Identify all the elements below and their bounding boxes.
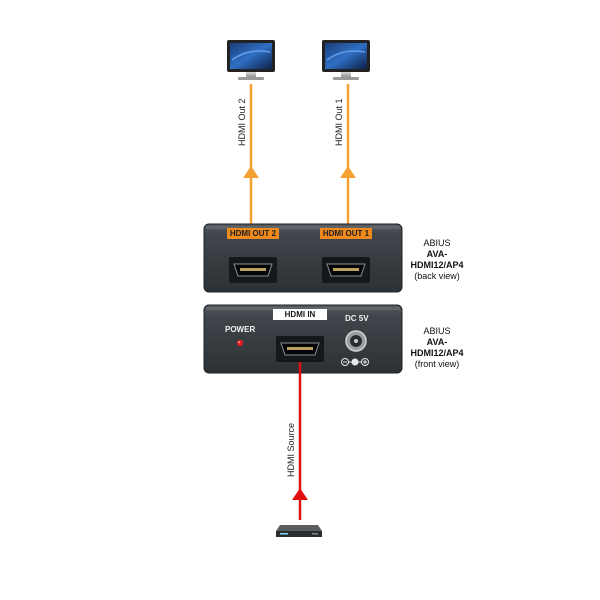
- arrow-up-icon: [243, 166, 259, 178]
- hdmi-out-2-tab: HDMI OUT 2: [227, 228, 279, 239]
- arrow-up-icon: [340, 166, 356, 178]
- device-back-view: [203, 223, 403, 293]
- hdmi-out-1-port-icon: [322, 257, 370, 283]
- dc-jack-icon: [345, 330, 367, 352]
- power-label: POWER: [225, 325, 256, 334]
- hdmi-out-2-label: HDMI Out 2: [237, 98, 247, 146]
- device-front-view: [203, 304, 403, 374]
- polarity-icon: [341, 358, 369, 366]
- hdmi-source-label: HDMI Source: [286, 422, 296, 477]
- hdmi-in-port-icon: [276, 336, 324, 362]
- monitor-out-2-icon: [227, 40, 275, 80]
- hdmi-source-cable: [292, 362, 308, 520]
- power-led-icon: [236, 339, 244, 347]
- front-device-model: AVA-HDMI12/AP4: [410, 337, 464, 358]
- hdmi-in-tab: HDMI IN: [273, 309, 327, 320]
- hdmi-out-1-label: HDMI Out 1: [334, 98, 344, 146]
- back-device-caption: ABIUS AVA-HDMI12/AP4 (back view): [404, 238, 470, 282]
- monitor-out-1-icon: [322, 40, 370, 80]
- hdmi-out-1-cable: [340, 84, 356, 224]
- arrow-up-icon: [292, 488, 308, 500]
- hdmi-out-1-tab: HDMI OUT 1: [320, 228, 372, 239]
- hdmi-out-2-cable: [243, 84, 259, 224]
- media-player-icon: [276, 525, 322, 537]
- front-device-brand: ABIUS: [423, 326, 451, 336]
- hdmi-out-2-port-icon: [229, 257, 277, 283]
- dc-5v-label: DC 5V: [345, 314, 369, 323]
- front-device-view: (front view): [414, 359, 460, 369]
- back-device-brand: ABIUS: [423, 238, 451, 248]
- back-device-model: AVA-HDMI12/AP4: [410, 249, 464, 270]
- front-device-caption: ABIUS AVA-HDMI12/AP4 (front view): [404, 326, 470, 370]
- back-device-view: (back view): [414, 271, 460, 281]
